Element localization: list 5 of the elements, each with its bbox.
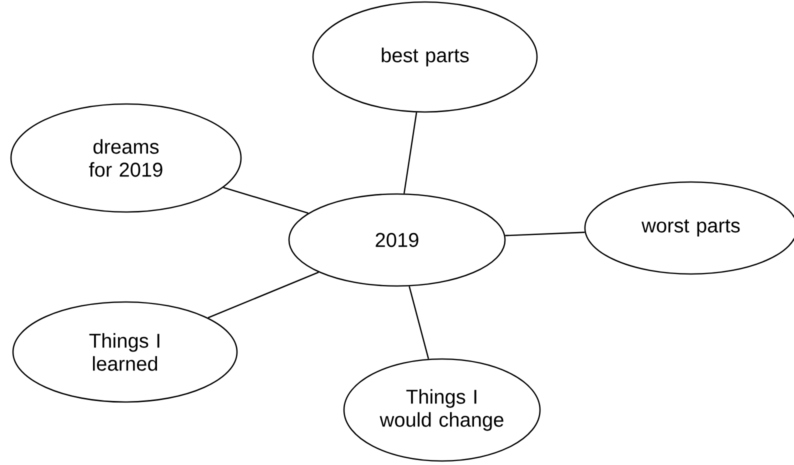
connector-line xyxy=(505,232,585,236)
connector-line xyxy=(223,186,308,214)
connector-line xyxy=(403,112,418,194)
connector-line xyxy=(208,272,319,318)
connector-line xyxy=(408,286,430,359)
